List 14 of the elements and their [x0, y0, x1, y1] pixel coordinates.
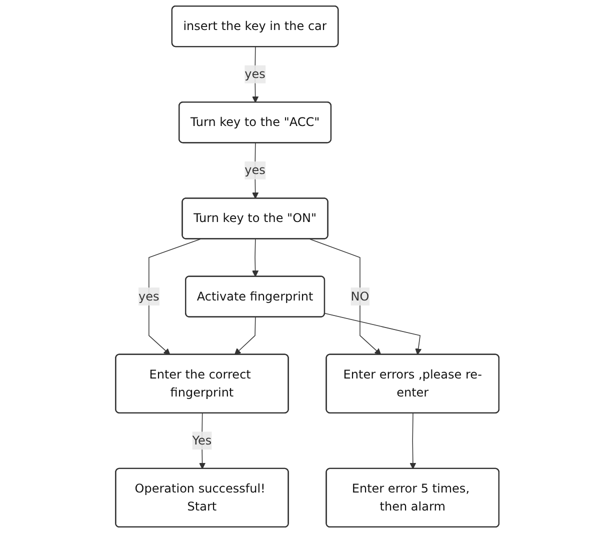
arrow: [409, 412, 416, 470]
edge-label: yes: [244, 162, 266, 178]
arrow: [309, 238, 381, 355]
edge-label: yes: [138, 289, 159, 304]
arrow: [148, 238, 200, 355]
arrow: [234, 316, 256, 355]
edge-label: Yes: [192, 433, 212, 448]
arrow: [252, 142, 258, 199]
arrow: [252, 238, 258, 277]
edge-label: yes: [244, 66, 266, 82]
arrow: [252, 46, 258, 103]
arrow: [198, 412, 206, 470]
edge-label: NO: [350, 289, 369, 304]
arrow: [324, 312, 422, 355]
